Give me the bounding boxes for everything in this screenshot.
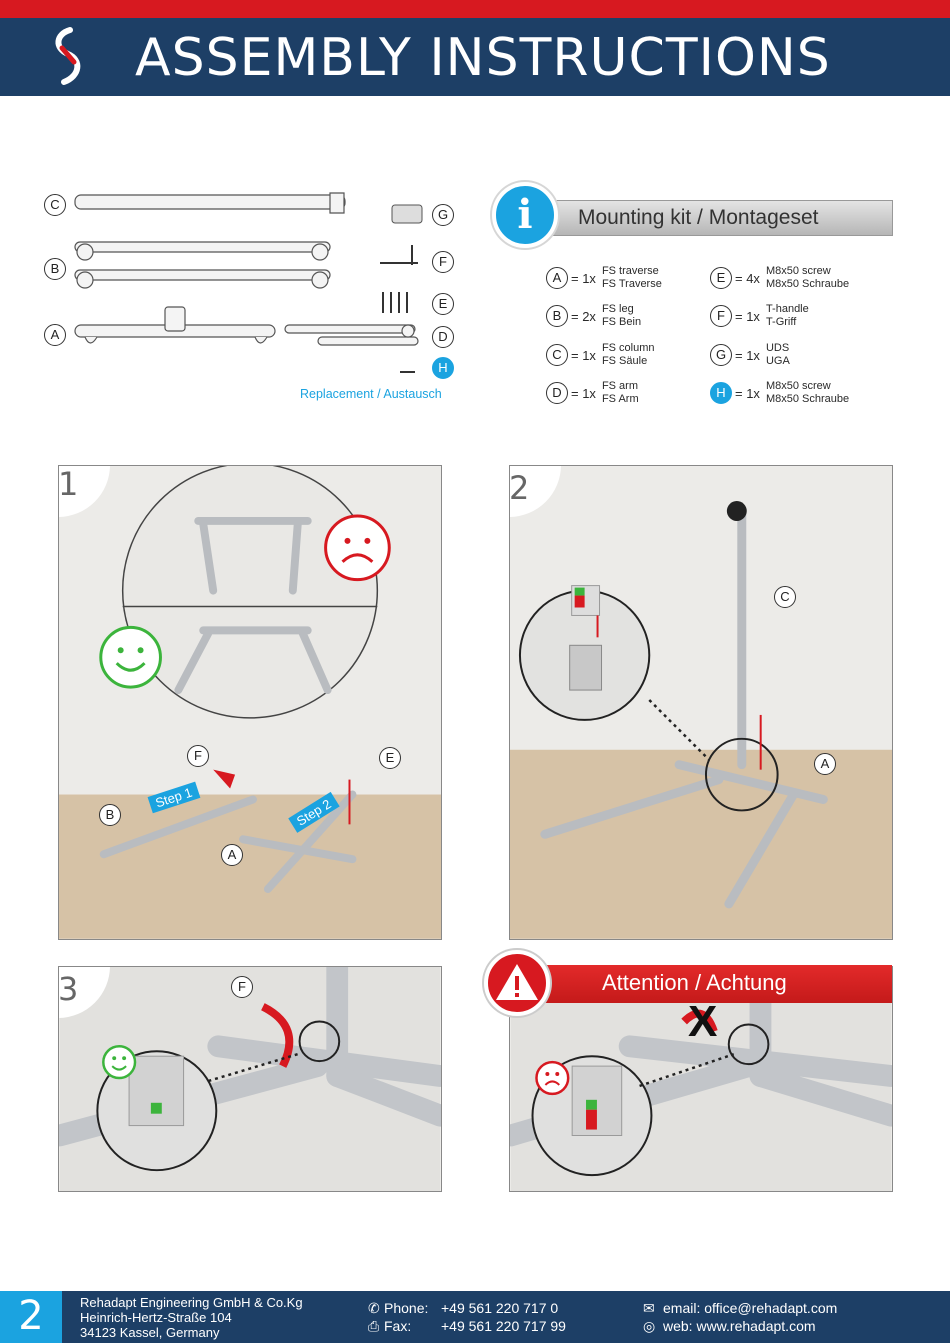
callout-f: F bbox=[231, 976, 253, 998]
part-label-e: E bbox=[432, 293, 454, 315]
globe-icon: ◎ bbox=[643, 1318, 656, 1334]
kit-qty: = 4x bbox=[735, 270, 760, 286]
part-label-d: D bbox=[432, 326, 454, 348]
email-link[interactable]: email: office@rehadapt.com bbox=[663, 1300, 838, 1316]
part-label-a: A bbox=[44, 324, 66, 346]
kit-letter: C bbox=[546, 344, 568, 366]
email-icon: ✉ bbox=[643, 1300, 655, 1316]
kit-name-en: FS arm bbox=[601, 380, 638, 392]
kit-qty: = 1x bbox=[571, 385, 596, 401]
kit-qty: = 1x bbox=[571, 347, 596, 363]
attention-illustration bbox=[510, 967, 892, 1191]
mounting-kit: i Mounting kit / Montageset A = 1x FS tr… bbox=[492, 182, 897, 422]
kit-name-de: T-Griff bbox=[765, 316, 797, 328]
web-link[interactable]: web: www.rehadapt.com bbox=[663, 1318, 816, 1334]
callout-c: C bbox=[774, 586, 796, 608]
part-label-g: G bbox=[432, 204, 454, 226]
kit-qty: = 1x bbox=[571, 270, 596, 286]
kit-name-en: M8x50 screw bbox=[765, 265, 831, 277]
fax-label: Fax: bbox=[384, 1318, 412, 1334]
kit-name-en: M8x50 screw bbox=[765, 380, 831, 392]
kit-name-en: T-handle bbox=[765, 303, 809, 315]
kit-letter: G bbox=[710, 344, 732, 366]
header-bar bbox=[0, 18, 950, 96]
info-icon: i bbox=[492, 182, 558, 248]
callout-a: A bbox=[814, 753, 836, 775]
kit-name-en: FS traverse bbox=[601, 265, 659, 277]
kit-name-de: FS Säule bbox=[601, 355, 648, 367]
callout-f: F bbox=[187, 745, 209, 767]
phone-label: Phone: bbox=[384, 1300, 429, 1316]
phone-number[interactable]: +49 561 220 717 0 bbox=[441, 1300, 559, 1316]
step-number: 2 bbox=[510, 466, 561, 517]
kit-letter: E bbox=[710, 267, 732, 289]
attention-panel: X bbox=[509, 966, 893, 1192]
callout-b: B bbox=[99, 804, 121, 826]
footer: 2 Rehadapt Engineering GmbH & Co.Kg Hein… bbox=[0, 1291, 950, 1343]
rehadapt-logo-icon bbox=[55, 27, 81, 85]
callout-a: A bbox=[221, 844, 243, 866]
kit-letter: A bbox=[546, 267, 568, 289]
kit-letter: F bbox=[710, 305, 732, 327]
kit-letter: H bbox=[710, 382, 732, 404]
attention-banner: Attention / Achtung bbox=[510, 965, 892, 1003]
part-label-h: H bbox=[432, 357, 454, 379]
company-street: Heinrich-Hertz-Straße 104 bbox=[80, 1310, 232, 1325]
page-title: ASSEMBLY INSTRUCTIONS bbox=[135, 28, 831, 88]
kit-letter: D bbox=[546, 382, 568, 404]
kit-name-de: FS Bein bbox=[601, 316, 642, 328]
fax-number: +49 561 220 717 99 bbox=[441, 1318, 566, 1334]
page-number: 2 bbox=[0, 1291, 62, 1343]
kit-name-de: FS Arm bbox=[601, 393, 639, 405]
step-2-panel: 2 C A bbox=[509, 465, 893, 940]
kit-name-de: M8x50 Schraube bbox=[765, 278, 850, 290]
kit-name-en: UDS bbox=[765, 342, 790, 354]
part-label-b: B bbox=[44, 258, 66, 280]
warning-icon bbox=[484, 950, 550, 1016]
step-3-panel: 3 F bbox=[58, 966, 442, 1192]
kit-name-en: FS column bbox=[601, 342, 655, 354]
step-1-illustration bbox=[59, 466, 441, 939]
kit-name-de: FS Traverse bbox=[601, 278, 662, 290]
kit-letter: B bbox=[546, 305, 568, 327]
company-name: Rehadapt Engineering GmbH & Co.Kg bbox=[80, 1295, 303, 1310]
replacement-note: Replacement / Austausch bbox=[300, 387, 442, 401]
part-label-c: C bbox=[44, 194, 66, 216]
company-city: 34123 Kassel, Germany bbox=[80, 1325, 220, 1340]
callout-e: E bbox=[379, 747, 401, 769]
wrong-mark: X bbox=[688, 997, 718, 1046]
phone-icon: ✆ bbox=[368, 1300, 380, 1316]
kit-qty: = 1x bbox=[735, 347, 760, 363]
kit-name-en: FS leg bbox=[601, 303, 634, 315]
parts-overview: C B A G F E D H Replacement / Austausch bbox=[40, 185, 470, 405]
kit-qty: = 1x bbox=[735, 385, 760, 401]
step-number: 1 bbox=[59, 466, 110, 517]
parts-drawing bbox=[74, 192, 423, 373]
kit-name-de: M8x50 Schraube bbox=[765, 393, 850, 405]
step-1-panel: 1 Step 1 Step 2 F E B A bbox=[58, 465, 442, 940]
fax-icon: ⎙ bbox=[368, 1318, 380, 1334]
kit-name-de: UGA bbox=[765, 355, 790, 367]
part-label-f: F bbox=[432, 251, 454, 273]
kit-qty: = 1x bbox=[735, 308, 760, 324]
top-red-bar bbox=[0, 0, 950, 18]
kit-qty: = 2x bbox=[571, 308, 596, 324]
step-3-illustration bbox=[59, 967, 441, 1191]
kit-title: Mounting kit / Montageset bbox=[547, 200, 893, 236]
step-2-illustration bbox=[510, 466, 892, 939]
